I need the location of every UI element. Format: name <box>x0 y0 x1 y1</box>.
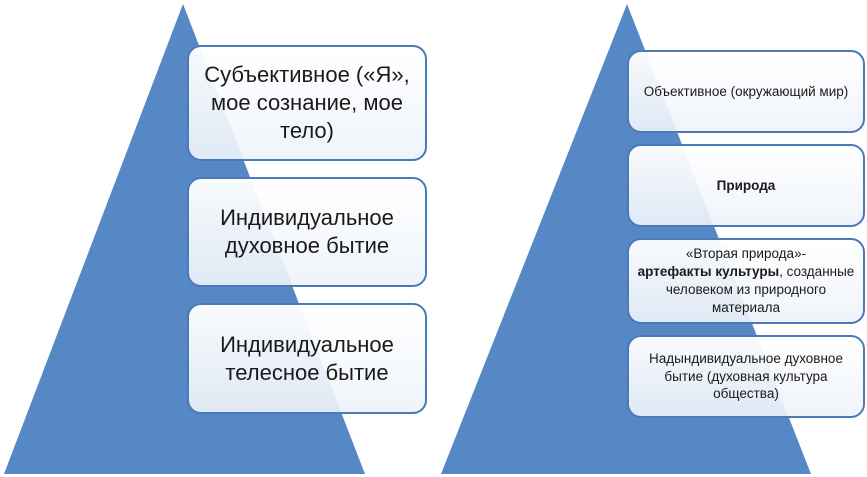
right-level-2-card: Природа <box>627 144 865 227</box>
left-level-1-text: Субъективное («Я», мое сознание, мое тел… <box>204 62 410 143</box>
right-level-2-text: Природа <box>716 177 776 193</box>
left-level-3-text: Индивидуальное телесное бытие <box>220 331 394 385</box>
right-level-3-text-post: , созданные человеком из природного мате… <box>665 264 855 315</box>
right-level-3-text-pre: «Вторая природа»- <box>685 246 807 262</box>
right-level-3-text: «Вторая природа»- артефакты культуры, соз… <box>637 245 855 316</box>
right-level-4-text: Надындивидуальное духовное бытие (духовн… <box>649 350 843 402</box>
right-level-4-card: Надындивидуальное духовное бытие (духовн… <box>627 335 865 418</box>
left-level-1-card: Субъективное («Я», мое сознание, мое тел… <box>187 45 427 161</box>
right-level-3-card: «Вторая природа»- артефакты культуры, соз… <box>627 238 865 324</box>
right-level-3-text-bold: артефакты культуры <box>637 264 780 280</box>
left-level-2-card: Индивидуальное духовное бытие <box>187 177 427 287</box>
left-level-3-card: Индивидуальное телесное бытие <box>187 303 427 414</box>
left-level-2-text: Индивидуальное духовное бытие <box>220 205 394 258</box>
right-level-1-card: Объективное (окружающий мир) <box>627 50 865 133</box>
right-level-1-text: Объективное (окружающий мир) <box>643 83 849 99</box>
